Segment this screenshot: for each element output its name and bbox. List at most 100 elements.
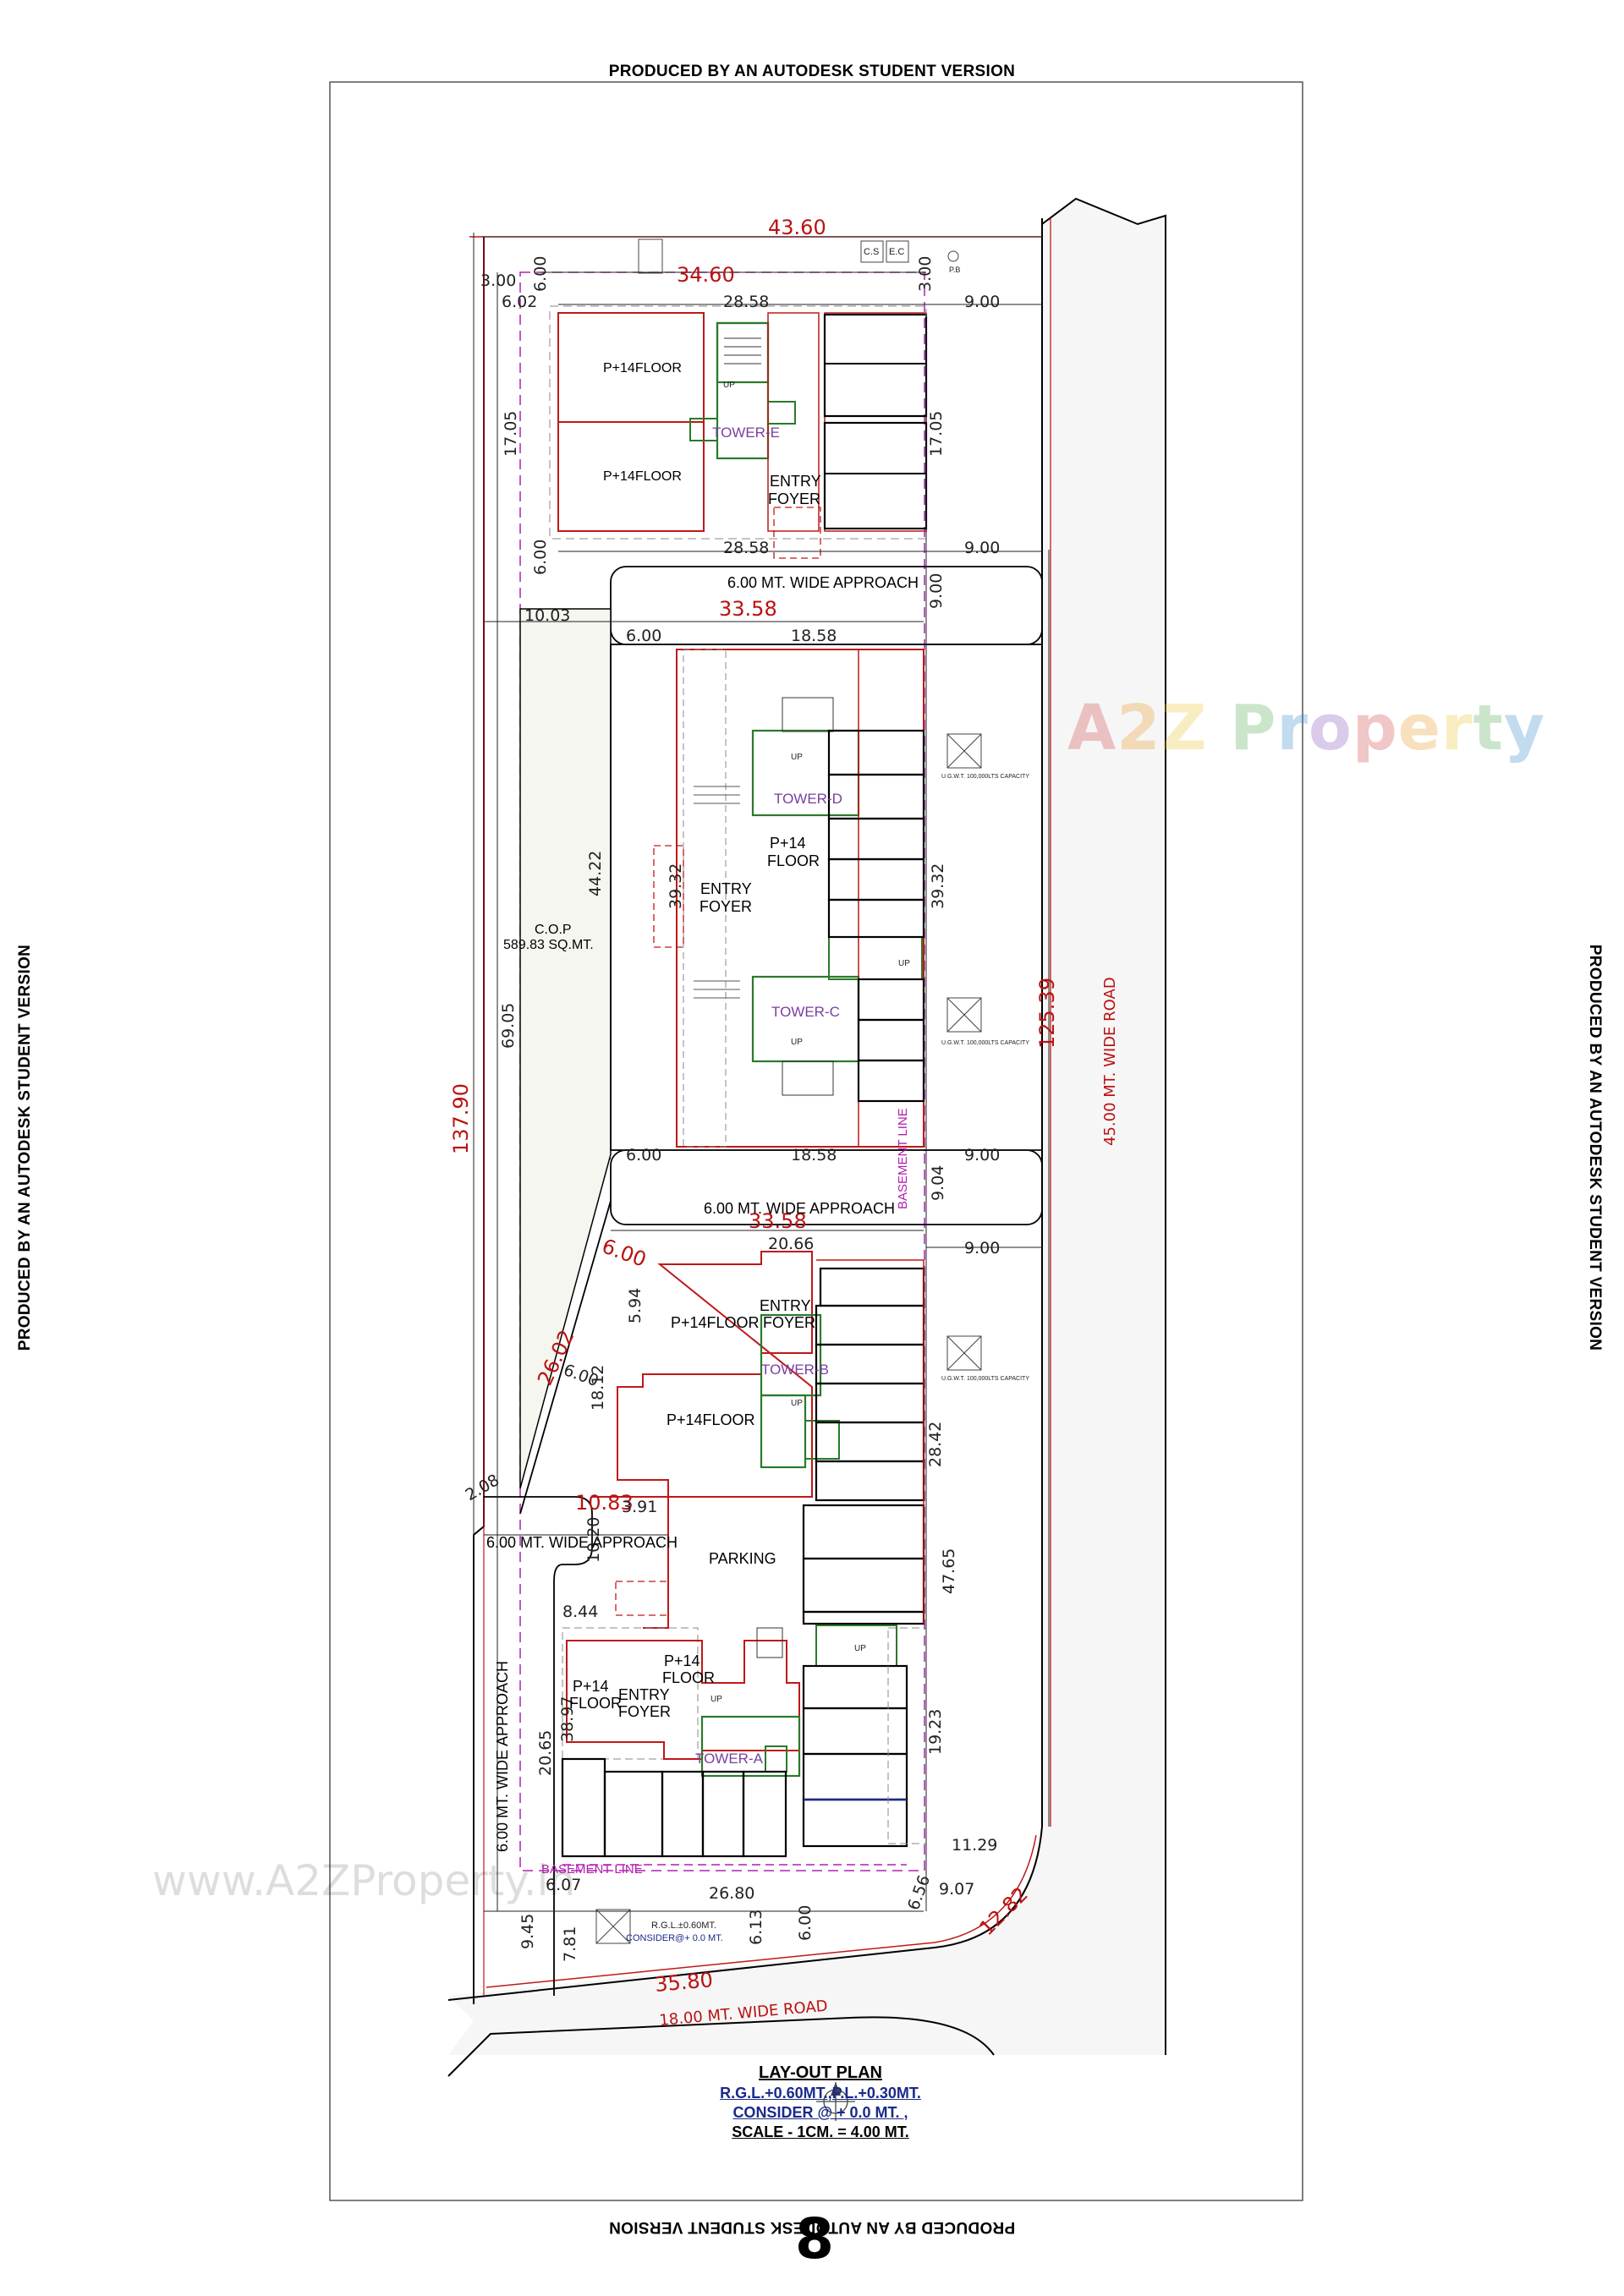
stair-up-label-a2: UP [854,1644,866,1653]
plan-scale-note: SCALE - 1CM. = 4.00 MT. [732,2123,909,2140]
ugwt-label-3: U.G.W.T. 100,000LTS CAPACITY [941,1376,1029,1382]
tower-dc-floor-2: FLOOR [767,852,820,869]
cop-area [519,608,612,1489]
tower-b-block [615,1251,982,1625]
tower-e-block [549,305,928,559]
tower-a-block [561,1496,927,1944]
dimension-lines [473,233,1050,1996]
tower-dc-entry: ENTRY [700,880,752,897]
dim-9-00-b: 9.00 [964,539,1000,557]
cop-label: C.O.P [535,923,572,937]
ugwt-label-2: U.G.W.T. 100,000LTS CAPACITY [941,1040,1029,1046]
dim-35-80: 35.80 [654,1968,714,1997]
tower-b-label: TOWER-B [761,1362,829,1378]
dim-28-42: 28.42 [926,1422,945,1467]
dim-43-60: 43.60 [768,216,826,239]
approach-label-3: 6.00 MT. WIDE APPROACH [486,1534,678,1551]
dim-6-00-e: 6.00 [531,540,550,575]
north-arrow-icon [816,2082,855,2121]
page-number: 8 [795,2206,834,2271]
dim-28-58-top: 28.58 [723,293,769,311]
dim-6-00-b: 6.00 [626,1146,661,1164]
approach-road-3 [484,1496,593,1996]
ec-label: E.C [889,247,904,257]
stair-up-label-d: UP [791,753,803,762]
plan-title: LAY-OUT PLAN [759,2063,882,2082]
plan-level-note: R.G.L.+0.60MT.,P.L.+0.30MT. [720,2085,921,2101]
dim-39-32-b: 39.32 [929,863,947,909]
basement-line-label-b: BASEMENT LINE [896,1108,910,1209]
dim-33-58-b: 33.58 [749,1209,807,1233]
tower-e-floor-2: P+14FLOOR [603,469,682,484]
pb-label: P.B [949,266,960,274]
dim-5-94: 5.94 [626,1288,645,1323]
dim-6-02: 6.02 [502,293,537,311]
stair-up-label-a: UP [710,1695,722,1704]
tower-d-label: TOWER-D [774,791,842,807]
dim-18-12: 18.12 [589,1365,607,1411]
rgl-label: R.G.L.±0.60MT. [651,1921,716,1931]
dim-26-80: 26.80 [709,1884,754,1903]
dim-125-39: 125.39 [1035,978,1059,1049]
dim-44-22: 44.22 [586,851,605,896]
dim-3-00: 3.00 [480,271,516,290]
dim-69-05: 69.05 [499,1003,518,1049]
tower-dc-foyer: FOYER [700,898,752,915]
parking-label: PARKING [709,1550,776,1567]
tower-a-floor-1: P+14 [664,1652,700,1669]
south-road [447,1826,1043,2077]
west-approach-label: 6.00 MT. WIDE APPROACH [494,1661,511,1852]
dim-39-32-a: 39.32 [667,863,685,909]
dim-9-00-d: 9.00 [964,1239,1000,1258]
dim-9-00-c: 9.00 [964,1146,1000,1164]
tower-a-floor-4: FLOOR [569,1695,622,1712]
dim-33-58-a: 33.58 [719,597,777,621]
tower-a-foyer: FOYER [618,1703,671,1720]
tower-c-label: TOWER-C [771,1004,840,1020]
tower-e-floor-1: P+14FLOOR [603,361,682,375]
watermark-top: PRODUCED BY AN AUTODESK STUDENT VERSION [608,63,1016,80]
approach-label-1: 6.00 MT. WIDE APPROACH [727,574,919,591]
dim-18-58-b: 18.58 [791,1146,837,1164]
dim-10-20: 10.20 [584,1517,603,1563]
dim-20-66: 20.66 [768,1235,814,1253]
dim-9-00-a: 9.00 [964,293,1000,311]
sheet-frame [329,81,1303,2201]
approach-label-2: 6.00 MT. WIDE APPROACH [704,1200,895,1217]
dim-11-29: 11.29 [952,1836,997,1855]
tower-e-label: TOWER-E [712,425,780,441]
stair-up-label-c: UP [791,1038,803,1047]
dim-6-00-a: 6.00 [626,627,661,645]
tower-dc-floor-1: P+14 [770,835,806,852]
dim-3-91: 3.91 [622,1498,657,1516]
dim-28-58-bottom: 28.58 [723,539,769,557]
tower-a-label: TOWER-A [695,1751,764,1767]
brand-logo: A2Z Property [1067,692,1546,764]
tower-e-foyer: FOYER [768,490,820,507]
basement-line-label-a: BASEMENT LINE [541,1862,643,1877]
tower-b-floor-2: P+14FLOOR [667,1411,755,1428]
plan-consider-note: CONSIDER @ + 0.0 MT. , [732,2104,908,2121]
dim-7-81: 7.81 [561,1926,579,1962]
dim-6-56: 6.56 [904,1872,934,1912]
dim-9-07: 9.07 [939,1880,974,1899]
dim-3-00-b: 3.00 [916,256,935,292]
dim-6-00-c: 6.00 [599,1234,650,1272]
dim-38-97: 38.97 [558,1696,577,1742]
tower-e-entry: ENTRY [770,473,821,490]
dim-2-08: 2.08 [463,1471,503,1504]
title-block: LAY-OUT PLAN R.G.L.+0.60MT.,P.L.+0.30MT.… [558,2063,1083,2141]
dim-10-83: 10.83 [575,1491,634,1515]
stair-up-label-b: UP [791,1399,803,1408]
dim-6-00-f: 6.00 [531,256,550,292]
cop-area-label: 589.83 SQ.MT. [503,938,594,952]
dim-6-07: 6.07 [546,1876,581,1894]
dim-6-00-g: 6.00 [796,1905,815,1941]
ugwt-label-1: U.G.W.T. 100,000LTS CAPACITY [941,774,1029,780]
consider-label: CONSIDER@+ 0.0 MT. [626,1933,723,1943]
dim-9-00-e: 9.00 [927,573,946,609]
cs-label: C.S [864,247,879,257]
tower-b-entry: ENTRY [760,1297,811,1314]
dim-47-65: 47.65 [940,1548,958,1594]
tower-a-floor-2: FLOOR [662,1669,715,1686]
